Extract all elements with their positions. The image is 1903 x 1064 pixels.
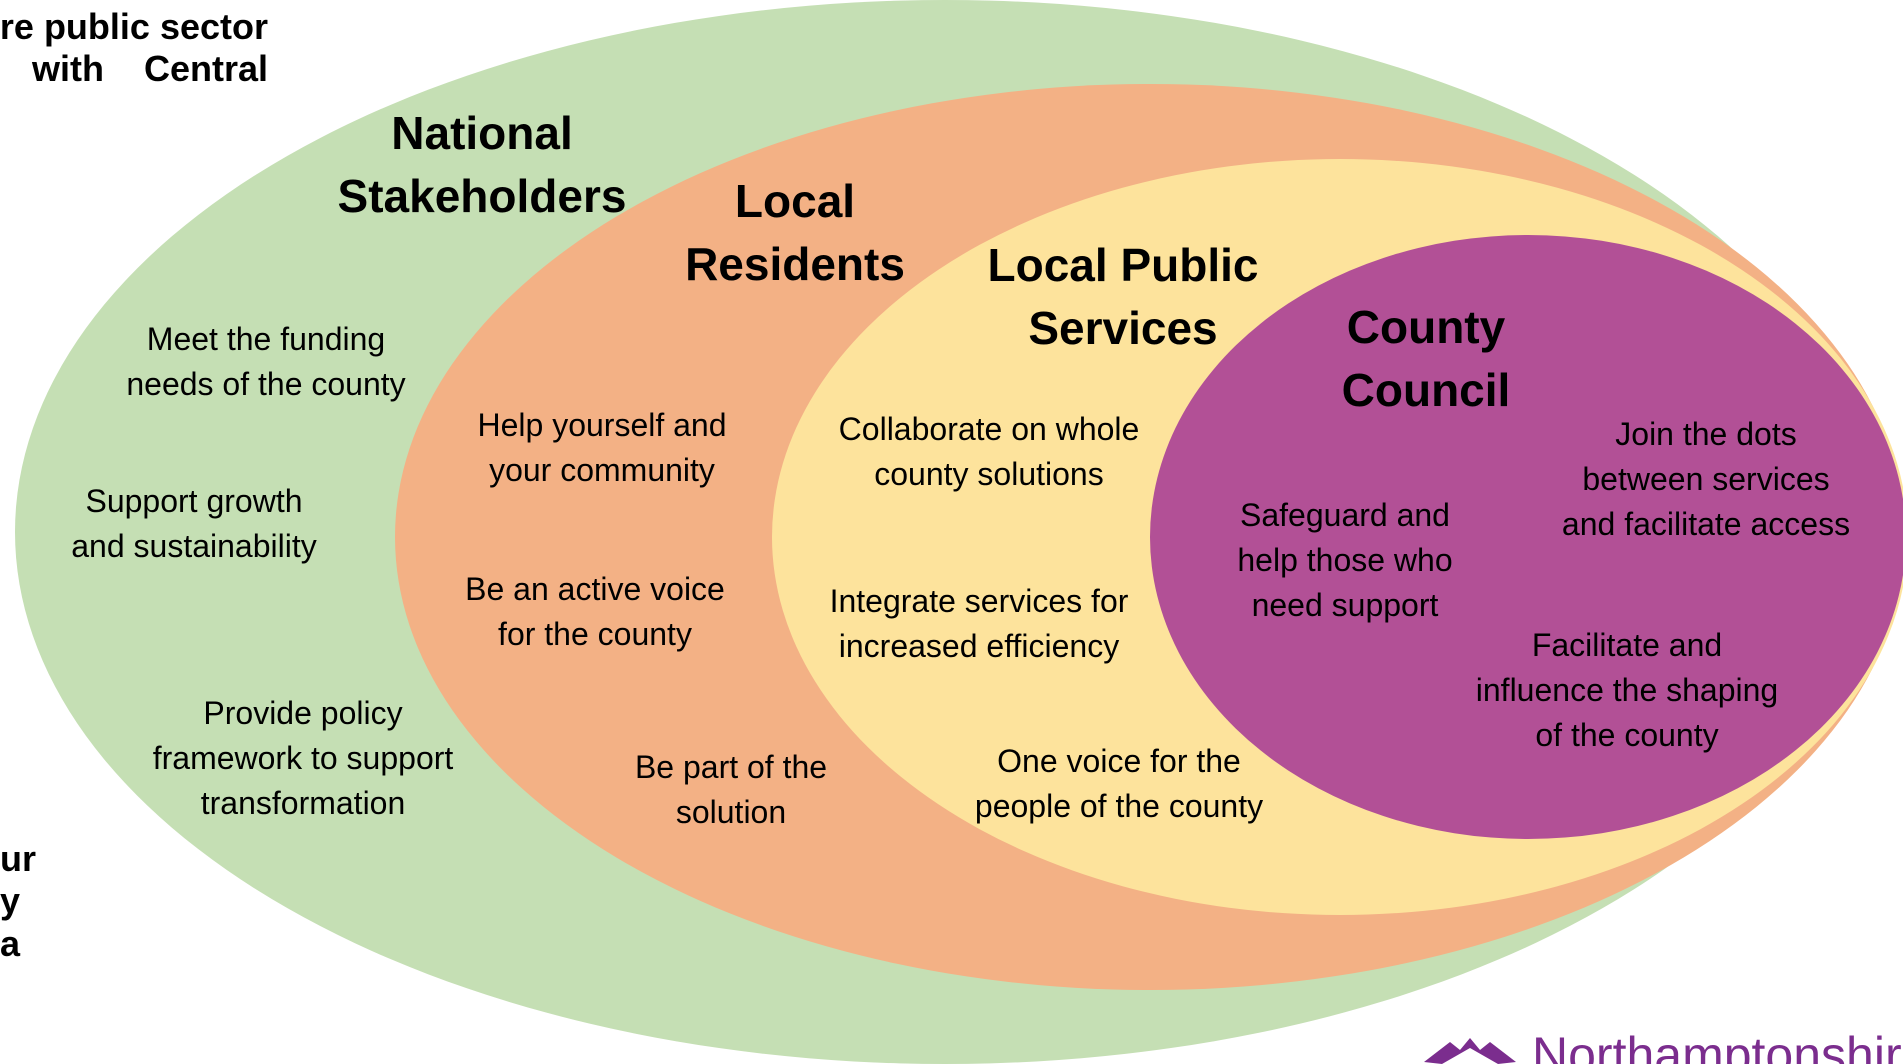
top-cutoff-line: re public sector [0, 6, 268, 47]
national-item-funding: Meet the funding needs of the county [126, 317, 405, 407]
title-local-residents: Local Residents [685, 170, 905, 296]
item-line: and facilitate access [1561, 506, 1851, 542]
left-cutoff-line: y [0, 880, 21, 922]
item-line: Facilitate and [1531, 627, 1723, 663]
item-line: Join the dots [1615, 416, 1797, 452]
item-line: county solutions [874, 456, 1104, 492]
left-cutoff-line: a [0, 922, 21, 964]
council-item-facilitate: Facilitate and influence the shaping of … [1476, 623, 1778, 758]
item-line: transformation [200, 785, 406, 821]
national-item-growth: Support growth and sustainability [71, 479, 316, 569]
item-line: solution [675, 794, 787, 830]
item-line: needs of the county [126, 366, 406, 402]
item-line: Collaborate on whole [838, 411, 1140, 447]
item-line: of the county [1535, 717, 1719, 753]
residents-item-active-voice: Be an active voice for the county [465, 567, 725, 657]
item-line: One voice for the [997, 743, 1241, 779]
county-council-ellipse [1150, 235, 1903, 839]
item-line: people of the county [974, 788, 1264, 824]
item-line: help those who [1237, 542, 1453, 578]
title-line: Local [734, 175, 856, 227]
northamptonshire-logo-icon [1424, 1038, 1516, 1064]
item-line: increased efficiency [838, 628, 1120, 664]
item-line: and sustainability [71, 528, 317, 564]
item-line: for the county [498, 616, 692, 652]
top-cutoff-text: re public sector with Central [0, 6, 268, 91]
title-line: Local Public [987, 239, 1259, 291]
title-local-public-services: Local Public Services [988, 234, 1259, 360]
title-line: Stakeholders [337, 170, 627, 222]
item-line: Provide policy [203, 695, 403, 731]
logo-text: Northamptonshire [1532, 1027, 1903, 1064]
item-line: Meet the funding [146, 321, 386, 357]
council-item-join-dots: Join the dots between services and facil… [1562, 412, 1850, 547]
item-line: Help yourself and [477, 407, 727, 443]
item-line: framework to support [152, 740, 454, 776]
item-line: Be an active voice [465, 571, 725, 607]
title-line: County [1346, 301, 1506, 353]
residents-item-help-yourself: Help yourself and your community [477, 403, 726, 493]
council-item-safeguard: Safeguard and help those who need suppor… [1237, 493, 1452, 628]
item-line: influence the shaping [1475, 672, 1779, 708]
left-cutoff-line: ur [0, 838, 36, 879]
left-cutoff-text: ur y a [0, 838, 36, 965]
northamptonshire-logo: Northamptonshire [1420, 1020, 1903, 1064]
item-line: Safeguard and [1240, 497, 1450, 533]
item-line: your community [489, 452, 715, 488]
title-line: Residents [685, 238, 905, 290]
services-item-collaborate: Collaborate on whole county solutions [839, 407, 1140, 497]
national-item-policy: Provide policy framework to support tran… [153, 691, 454, 826]
item-line: Integrate services for [829, 583, 1129, 619]
item-line: Be part of the [634, 749, 828, 785]
top-cutoff-line: with Central [21, 48, 268, 90]
item-line: Support growth [85, 483, 303, 519]
title-line: Council [1341, 364, 1511, 416]
title-national-stakeholders: National Stakeholders [338, 102, 627, 228]
item-line: between services [1582, 461, 1830, 497]
title-line: National [391, 107, 573, 159]
title-line: Services [1028, 302, 1218, 354]
residents-item-part-of-solution: Be part of the solution [635, 745, 827, 835]
services-item-integrate: Integrate services for increased efficie… [830, 579, 1129, 669]
item-line: need support [1251, 587, 1439, 623]
title-county-council: County Council [1342, 296, 1511, 422]
services-item-one-voice: One voice for the people of the county [975, 739, 1263, 829]
